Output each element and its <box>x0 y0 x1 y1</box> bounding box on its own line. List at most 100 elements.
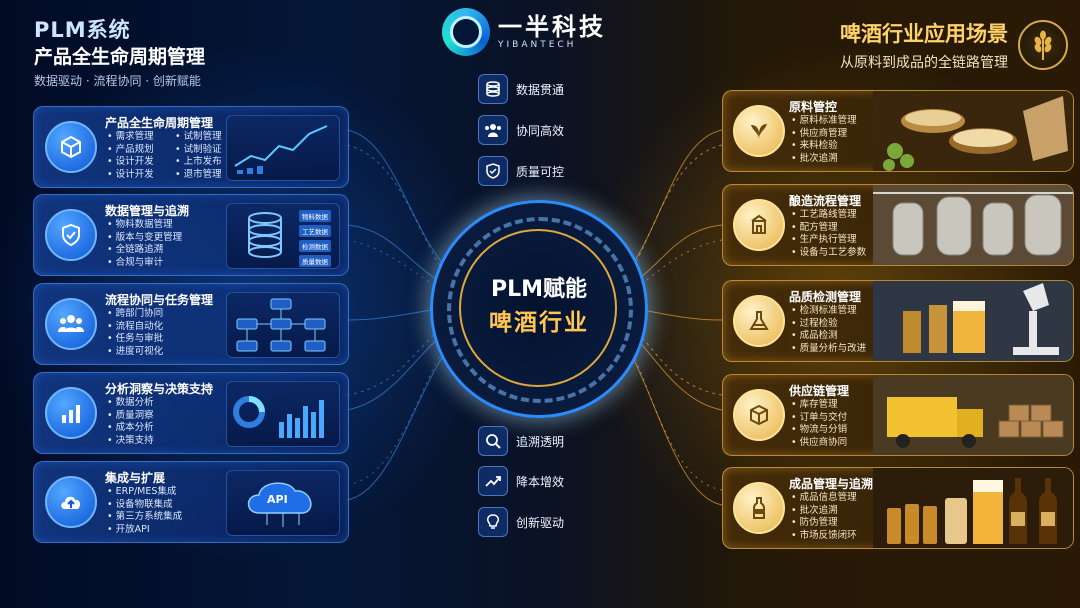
data-tag: 物料数据 <box>299 210 331 222</box>
bottle-icon <box>733 482 785 534</box>
list-item: 成品检测 <box>791 330 866 343</box>
card-process-collaboration[interactable]: 流程协同与任务管理 跨部门协同 流程自动化 任务与审批 进度可视化 <box>33 283 349 365</box>
api-label: API <box>267 493 288 506</box>
card-raw-materials[interactable]: 原料管控 原料标准管理 供应商管理 来料检验 批次追溯 <box>722 90 1074 172</box>
logo-english: YIBANTECH <box>498 40 577 50</box>
list-item: ERP/MES集成 <box>107 486 237 499</box>
feature-label: 创新驱动 <box>516 515 565 530</box>
brewing-tanks-photo <box>873 185 1073 265</box>
card-title: 流程协同与任务管理 <box>105 293 214 307</box>
card-lifecycle[interactable]: 产品全生命周期管理 需求管理 试制管理 产品规划 试制验证 设计开发 上市发布 … <box>33 106 349 188</box>
feature-label: 追溯透明 <box>516 434 565 449</box>
card-title: 成品管理与追溯 <box>789 477 874 491</box>
list-item: 合规与审计 <box>107 257 237 270</box>
card-title: 产品全生命周期管理 <box>105 116 214 130</box>
list-item: 试制验证 <box>175 144 237 157</box>
card-title: 数据管理与追溯 <box>105 204 190 218</box>
card-finished-product[interactable]: 成品管理与追溯 成品信息管理 批次追溯 防伪管理 市场反馈闭环 <box>722 467 1074 549</box>
center-hub: PLM赋能 啤酒行业 <box>430 200 648 418</box>
card-data-management[interactable]: 数据管理与追溯 物料数据管理 版本与变更管理 全链路追溯 合规与审计 物料数据 … <box>33 194 349 276</box>
flask-icon <box>733 295 785 347</box>
beer-lab-photo <box>873 281 1073 361</box>
beer-bottles-photo <box>873 468 1073 548</box>
list-item: 设计开发 <box>107 169 169 182</box>
list-item: 市场反馈闭环 <box>791 530 857 543</box>
card-title: 品质检测管理 <box>789 290 862 304</box>
list-item: 数据分析 <box>107 397 237 410</box>
hub-inner-ring <box>459 229 617 387</box>
feature-data-flow: 数据贯通 <box>478 74 564 104</box>
list-item: 质量洞察 <box>107 410 237 423</box>
hub-subtitle: 啤酒行业 <box>489 310 589 336</box>
dashboard-thumbnail <box>226 115 340 181</box>
list-item: 需求管理 <box>107 131 169 144</box>
list-item: 原料标准管理 <box>791 115 857 128</box>
card-title: 供应链管理 <box>789 384 850 398</box>
list-item: 成品信息管理 <box>791 492 857 505</box>
list-item: 订单与交付 <box>791 412 848 425</box>
trend-up-icon <box>478 466 508 496</box>
system-subtitle: 产品全生命周期管理 <box>34 46 206 68</box>
list-item: 试制管理 <box>175 131 237 144</box>
feature-collaboration: 协同高效 <box>478 115 564 145</box>
api-cloud-thumbnail: API <box>226 470 340 536</box>
data-tag: 工艺数据 <box>299 225 331 237</box>
truck-warehouse-photo <box>873 375 1073 455</box>
list-item: 检测标准管理 <box>791 305 866 318</box>
logo-mark-icon <box>442 8 490 56</box>
list-item: 供应商协同 <box>791 437 848 450</box>
feature-traceability: 追溯透明 <box>478 426 564 456</box>
list-item: 第三方系统集成 <box>107 511 237 524</box>
list-item: 生产执行管理 <box>791 234 866 247</box>
list-item: 开放API <box>107 524 237 537</box>
list-item: 设计开发 <box>107 156 169 169</box>
industry-subtitle: 从原料到成品的全链路管理 <box>840 55 1008 71</box>
card-integration[interactable]: 集成与扩展 ERP/MES集成 设备物联集成 第三方系统集成 开放API API <box>33 461 349 543</box>
leaf-icon <box>733 105 785 157</box>
list-item: 供应商管理 <box>791 128 857 141</box>
data-tag: 检测数据 <box>299 240 331 252</box>
list-item: 设备物联集成 <box>107 499 237 512</box>
list-item: 批次追溯 <box>791 505 857 518</box>
wheat-icon <box>1018 20 1068 70</box>
box-icon <box>733 389 785 441</box>
shield-icon <box>478 156 508 186</box>
list-item: 任务与审批 <box>107 333 237 346</box>
company-logo: 一半科技 YIBANTECH <box>442 8 606 56</box>
card-title: 原料管控 <box>789 100 838 114</box>
list-item: 设备与工艺参数 <box>791 247 867 260</box>
list-item: 库存管理 <box>791 399 847 412</box>
analytics-thumbnail <box>226 381 340 447</box>
system-tags: 数据驱动 · 流程协同 · 创新赋能 <box>34 74 201 88</box>
list-item: 质量分析与改进 <box>791 343 867 356</box>
card-analytics[interactable]: 分析洞察与决策支持 数据分析 质量洞察 成本分析 决策支持 <box>33 372 349 454</box>
card-title: 分析洞察与决策支持 <box>105 382 214 396</box>
card-brewing-process[interactable]: 酿造流程管理 工艺路线管理 配方管理 生产执行管理 设备与工艺参数 <box>722 184 1074 266</box>
data-tag: 质量数据 <box>299 255 331 267</box>
system-title: PLM系统 <box>34 18 131 42</box>
hub-title: PLM赋能 <box>490 277 588 302</box>
cloud-icon <box>45 476 97 528</box>
list-item: 决策支持 <box>107 435 237 448</box>
list-item: 配方管理 <box>791 222 866 235</box>
industry-title: 啤酒行业应用场景 <box>840 22 1008 46</box>
list-item: 跨部门协同 <box>107 308 237 321</box>
lightbulb-icon <box>478 507 508 537</box>
team-icon <box>45 298 97 350</box>
list-item: 全链路追溯 <box>107 244 237 257</box>
card-supply-chain[interactable]: 供应链管理 库存管理 订单与交付 物流与分销 供应商协同 <box>722 374 1074 456</box>
feature-label: 质量可控 <box>516 164 565 179</box>
grains-and-hops-photo <box>873 91 1073 171</box>
shield-check-icon <box>45 209 97 261</box>
people-icon <box>478 115 508 145</box>
list-item: 批次追溯 <box>791 153 857 166</box>
feature-label: 降本增效 <box>516 474 565 489</box>
logo-name: 一半科技 <box>498 13 606 41</box>
list-item: 防伪管理 <box>791 517 857 530</box>
brewery-icon <box>733 199 785 251</box>
card-title: 酿造流程管理 <box>789 194 862 208</box>
flowchart-thumbnail <box>226 292 340 358</box>
card-quality-testing[interactable]: 品质检测管理 检测标准管理 过程检验 成品检测 质量分析与改进 <box>722 280 1074 362</box>
list-item: 物流与分销 <box>791 424 848 437</box>
list-item: 上市发布 <box>175 156 237 169</box>
